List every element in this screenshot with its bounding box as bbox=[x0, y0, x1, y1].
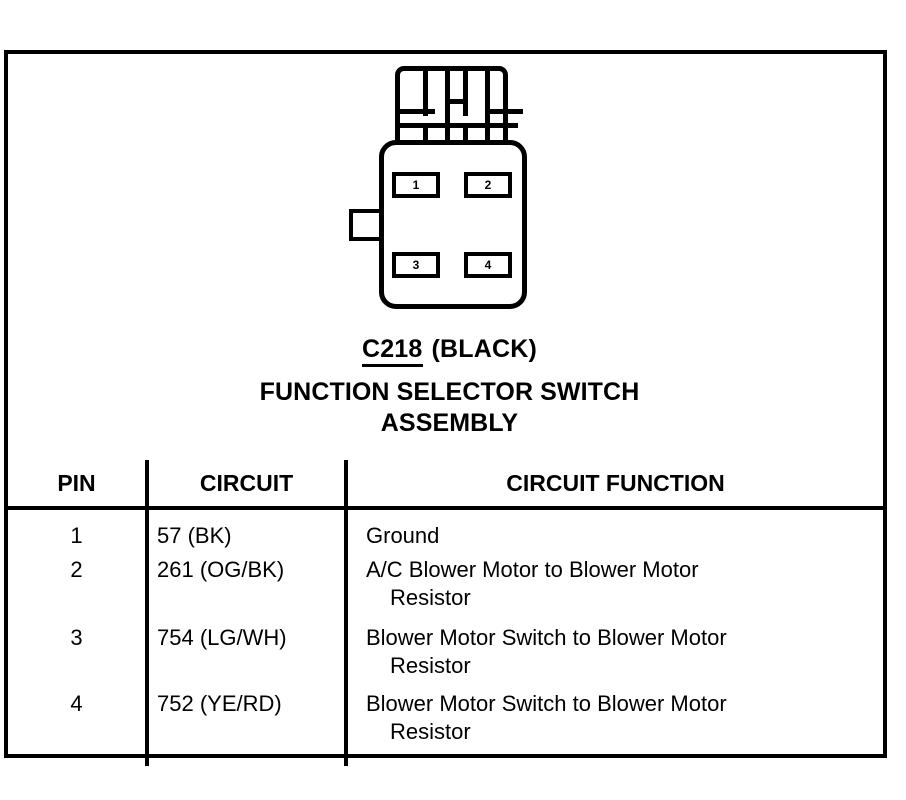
pin-cavity-4-label: 4 bbox=[484, 258, 492, 272]
cell-pin: 1 bbox=[70, 523, 83, 548]
function-line-continuation: Resistor bbox=[390, 585, 471, 610]
cell-circuit-function: Ground bbox=[366, 522, 876, 550]
column-header-circuit: CIRCUIT bbox=[199, 469, 294, 496]
shroud-divider-h1 bbox=[395, 109, 435, 114]
shroud-divider-v4 bbox=[485, 66, 490, 144]
connector-shroud bbox=[395, 66, 523, 149]
shroud-divider-v5 bbox=[423, 123, 428, 149]
shroud-divider-h3 bbox=[485, 109, 523, 114]
pin-cavity-1: 1 bbox=[392, 172, 440, 198]
cell-circuit-function: Blower Motor Switch to Blower Motor Resi… bbox=[366, 624, 876, 680]
table-body: 1 57 (BK) Ground 2 261 (OG/BK) A/C Blowe… bbox=[4, 510, 887, 766]
column-header-pin: PIN bbox=[57, 469, 96, 496]
cell-circuit-function: A/C Blower Motor to Blower Motor Resisto… bbox=[366, 556, 876, 612]
figure-caption: C218 (BLACK) FUNCTION SELECTOR SWITCH ASS… bbox=[8, 335, 891, 439]
function-line-primary: A/C Blower Motor to Blower Motor bbox=[366, 557, 699, 582]
cell-pin: 4 bbox=[70, 691, 83, 716]
connector-id: C218 bbox=[361, 335, 423, 367]
assembly-name-line-2: ASSEMBLY bbox=[380, 409, 519, 437]
connector-illustration: 1 2 3 4 bbox=[338, 62, 538, 322]
function-line-primary: Ground bbox=[366, 523, 440, 548]
connector-id-line: C218 (BLACK) bbox=[8, 335, 891, 367]
table-header-row: PIN CIRCUIT CIRCUIT FUNCTION bbox=[4, 460, 887, 510]
pin-cavity-2-label: 2 bbox=[484, 178, 492, 192]
cell-circuit: 261 (OG/BK) bbox=[157, 557, 285, 582]
pin-cavity-3: 3 bbox=[392, 252, 440, 278]
shroud-divider-v3 bbox=[463, 66, 468, 116]
assembly-name-line-1: FUNCTION SELECTOR SWITCH bbox=[259, 378, 640, 406]
connector-body bbox=[379, 140, 527, 309]
connector-color: (BLACK) bbox=[431, 335, 538, 363]
column-header-circuit-function: CIRCUIT FUNCTION bbox=[506, 469, 725, 496]
function-line-continuation: Resistor bbox=[390, 653, 471, 678]
function-line-primary: Blower Motor Switch to Blower Motor bbox=[366, 691, 727, 716]
pin-table: PIN CIRCUIT CIRCUIT FUNCTION 1 57 (BK) G… bbox=[4, 460, 887, 766]
pin-cavity-2: 2 bbox=[464, 172, 512, 198]
shroud-divider-v2 bbox=[445, 66, 450, 144]
shroud-divider-h2 bbox=[445, 99, 468, 104]
cell-circuit: 754 (LG/WH) bbox=[157, 625, 287, 650]
pin-cavity-3-label: 3 bbox=[412, 258, 420, 272]
cell-circuit: 57 (BK) bbox=[157, 523, 232, 548]
shroud-divider-h4 bbox=[395, 123, 518, 128]
connector-latch-tab bbox=[349, 209, 382, 241]
cell-circuit-function: Blower Motor Switch to Blower Motor Resi… bbox=[366, 690, 876, 746]
function-line-continuation: Resistor bbox=[390, 719, 471, 744]
cell-circuit: 752 (YE/RD) bbox=[157, 691, 282, 716]
shroud-divider-v1 bbox=[423, 66, 428, 116]
column-divider-pin-circuit bbox=[145, 460, 149, 766]
shroud-divider-v6 bbox=[463, 123, 468, 149]
column-divider-circuit-function bbox=[344, 460, 348, 766]
function-line-primary: Blower Motor Switch to Blower Motor bbox=[366, 625, 727, 650]
diagram-frame: 1 2 3 4 C218 (BLACK) FUNCTION SELECTOR SW… bbox=[4, 50, 887, 766]
cell-pin: 2 bbox=[70, 557, 83, 582]
pin-cavity-1-label: 1 bbox=[412, 178, 420, 192]
pin-cavity-4: 4 bbox=[464, 252, 512, 278]
cell-pin: 3 bbox=[70, 625, 83, 650]
